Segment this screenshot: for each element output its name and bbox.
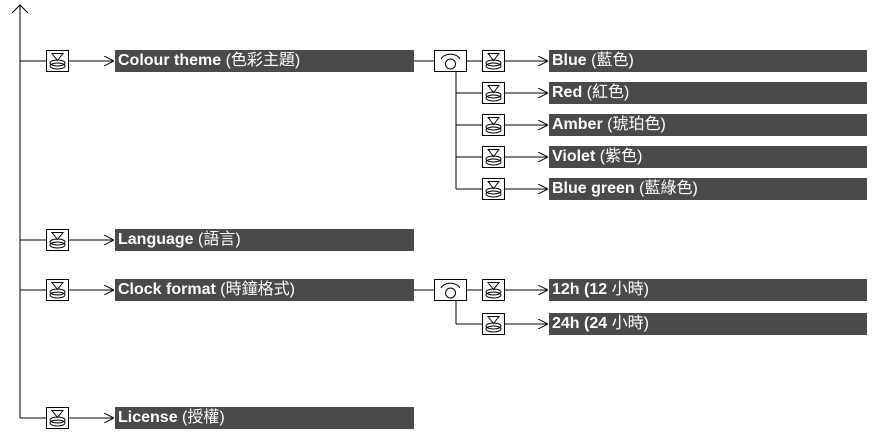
colour-option-blue: Blue (藍色) <box>549 50 867 72</box>
menu-item-language: Language (語言) <box>115 229 414 251</box>
option-note: (琥珀色) <box>607 116 666 133</box>
option-note-number: (12 <box>584 281 608 298</box>
rotary-knob-icon <box>434 50 467 72</box>
option-label: 24h <box>552 315 580 332</box>
option-label: Red <box>552 84 583 101</box>
menu-item-label: Language <box>118 231 194 248</box>
menu-item-colour-theme: Colour theme (色彩主題) <box>115 50 414 72</box>
option-label: Violet <box>552 148 596 165</box>
press-button-icon <box>482 82 505 104</box>
rotary-knob-icon <box>434 279 467 301</box>
press-button-icon <box>482 279 505 301</box>
press-button-icon <box>46 407 69 429</box>
option-note-text: 小時) <box>607 315 649 332</box>
option-note-text: 小時) <box>607 281 649 298</box>
menu-item-label: License <box>118 409 178 426</box>
colour-option-blue-green: Blue green (藍綠色) <box>549 178 867 200</box>
press-button-icon <box>46 279 69 301</box>
menu-item-license: License (授權) <box>115 407 414 429</box>
menu-item-note: (色彩主題) <box>225 52 301 69</box>
press-button-icon <box>482 178 505 200</box>
press-button-icon <box>46 229 69 251</box>
clock-option-24h: 24h (24 小時) <box>549 313 867 335</box>
menu-item-note: (語言) <box>198 231 241 248</box>
option-note: (藍色) <box>591 52 634 69</box>
option-label: Blue <box>552 52 587 69</box>
option-note: (紫色) <box>599 148 643 165</box>
press-button-icon <box>482 114 505 136</box>
option-label: Amber <box>552 116 603 133</box>
press-button-icon <box>482 146 505 168</box>
menu-item-label: Colour theme <box>118 52 222 69</box>
option-note: (藍綠色) <box>639 180 698 197</box>
menu-item-note: (時鐘格式) <box>220 281 295 298</box>
option-label: Blue green <box>552 180 635 197</box>
menu-item-label: Clock format <box>118 281 216 298</box>
press-button-icon <box>46 50 69 72</box>
option-note: (紅色) <box>586 84 630 101</box>
clock-option-12h: 12h (12 小時) <box>549 279 867 301</box>
menu-item-clock-format: Clock format (時鐘格式) <box>115 279 414 301</box>
colour-option-violet: Violet (紫色) <box>549 146 867 168</box>
option-label: 12h <box>552 281 580 298</box>
press-button-icon <box>482 50 505 72</box>
menu-item-note: (授權) <box>182 409 225 426</box>
colour-option-red: Red (紅色) <box>549 82 867 104</box>
option-note-number: (24 <box>584 315 608 332</box>
colour-option-amber: Amber (琥珀色) <box>549 114 867 136</box>
press-button-icon <box>482 313 505 335</box>
